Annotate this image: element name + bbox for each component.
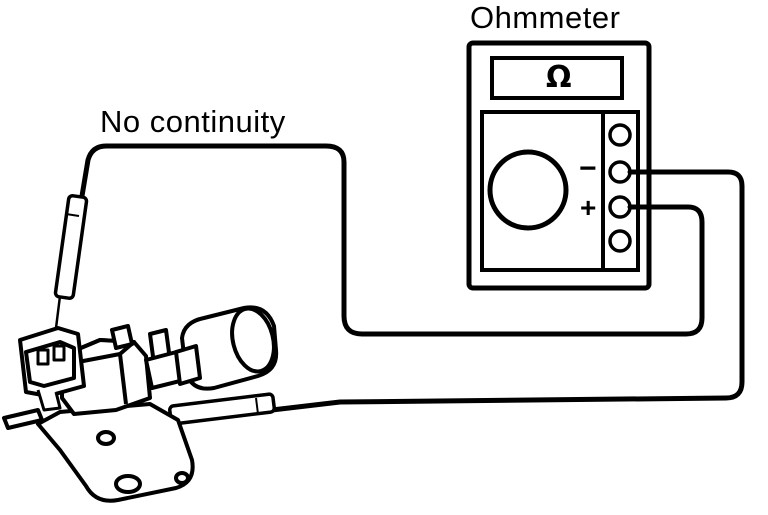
valve-body-edge bbox=[118, 353, 128, 405]
ohmmeter-face-panel bbox=[480, 110, 640, 272]
bracket-hole-upper bbox=[96, 430, 116, 446]
ohmmeter-title: Ohmmeter bbox=[470, 0, 621, 35]
upper-test-probe bbox=[53, 194, 89, 300]
selector-dial bbox=[487, 149, 569, 231]
connector-terminal-left bbox=[36, 348, 50, 366]
ohmmeter-display bbox=[490, 56, 624, 100]
vacuum-port-top bbox=[110, 324, 134, 350]
terminal-4 bbox=[608, 229, 632, 253]
negative-terminal-label: − bbox=[579, 152, 597, 185]
vacuum-valve-assembly bbox=[2, 305, 279, 503]
ohmmeter bbox=[466, 40, 652, 291]
connector-terminal-right bbox=[52, 344, 66, 362]
terminal-negative bbox=[608, 160, 632, 184]
bracket-hole-right bbox=[174, 471, 190, 485]
bracket-hole-lower bbox=[114, 474, 142, 494]
mounting-stud bbox=[2, 408, 44, 430]
positive-lead-wire bbox=[79, 143, 705, 337]
positive-terminal-label: + bbox=[580, 192, 597, 223]
connector-face bbox=[24, 340, 76, 388]
mounting-bracket bbox=[36, 402, 195, 503]
filter-neck bbox=[174, 344, 202, 386]
terminal-1 bbox=[608, 123, 632, 147]
continuity-status-label: No continuity bbox=[100, 104, 286, 139]
connector-latch bbox=[36, 389, 62, 412]
lower-test-probe bbox=[167, 392, 277, 426]
filter-end-cap bbox=[230, 306, 276, 374]
negative-lead-wire bbox=[269, 169, 745, 413]
ohmmeter-case bbox=[466, 40, 652, 291]
ohm-symbol: Ω bbox=[546, 60, 572, 95]
terminal-positive bbox=[608, 195, 632, 219]
